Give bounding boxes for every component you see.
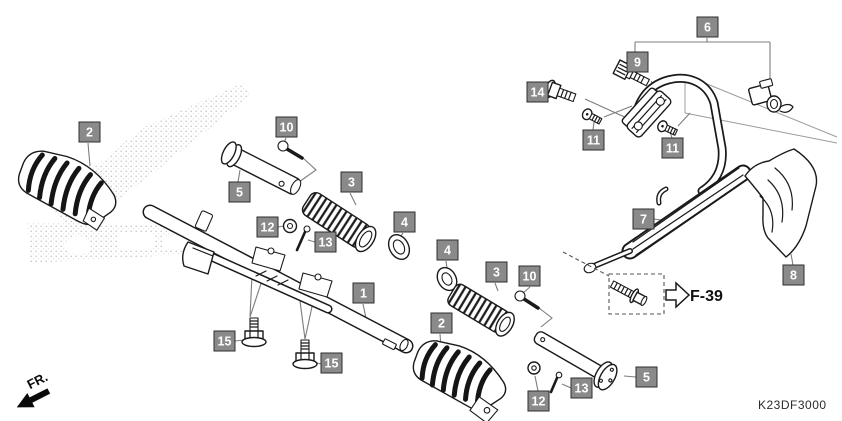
svg-text:11: 11 <box>587 134 600 148</box>
screw-bracket-right <box>657 120 678 136</box>
svg-text:4: 4 <box>401 216 408 230</box>
svg-text:12: 12 <box>532 395 546 409</box>
svg-text:10: 10 <box>280 121 294 135</box>
flange-bolt-left <box>241 317 267 348</box>
callouts-layer: 2 10 5 3 4 12 13 1 15 15 <box>78 16 805 412</box>
front-direction-label: FR. <box>25 369 50 392</box>
joint-pin-lower <box>514 290 540 310</box>
callout-5-upper[interactable]: 5 <box>228 181 251 203</box>
svg-text:8: 8 <box>790 269 797 283</box>
reference-bolt <box>609 280 648 306</box>
callout-15-right[interactable]: 15 <box>320 352 343 374</box>
callout-3-upper[interactable]: 3 <box>340 171 363 193</box>
page-ref-arrow-icon <box>665 281 691 309</box>
step-bar <box>142 204 414 354</box>
washer-small-upper <box>282 218 298 234</box>
callout-6[interactable]: 6 <box>696 16 719 38</box>
cotter-pin-upper <box>295 225 311 252</box>
reference-dashed-box <box>608 273 665 315</box>
washer-lower <box>436 266 458 292</box>
callout-2-right[interactable]: 2 <box>430 312 453 334</box>
callout-4-upper[interactable]: 4 <box>393 211 416 233</box>
callout-9[interactable]: 9 <box>626 51 649 73</box>
footpeg-rubber-right <box>412 340 507 421</box>
callout-1[interactable]: 1 <box>352 282 375 304</box>
flange-bolt-right <box>292 339 318 370</box>
callout-8[interactable]: 8 <box>782 264 805 286</box>
joint-pin-upper <box>277 140 304 160</box>
svg-text:2: 2 <box>86 126 93 140</box>
diagram-code: K23DF3000 <box>758 398 827 412</box>
footpeg-pin-lower <box>533 331 618 391</box>
svg-text:4: 4 <box>444 244 451 258</box>
svg-text:12: 12 <box>261 221 275 235</box>
svg-text:7: 7 <box>640 213 647 227</box>
grip-rubber-upper <box>301 191 377 253</box>
svg-text:11: 11 <box>666 142 679 156</box>
callout-15-left[interactable]: 15 <box>213 330 236 352</box>
callout-3-lower[interactable]: 3 <box>485 261 508 283</box>
svg-text:9: 9 <box>634 56 641 70</box>
callout-2-left[interactable]: 2 <box>78 121 101 143</box>
callout-12-upper[interactable]: 12 <box>256 216 279 238</box>
front-direction-marker: FR. <box>16 369 51 408</box>
svg-text:5: 5 <box>236 186 243 200</box>
svg-text:3: 3 <box>348 176 355 190</box>
washer-small-lower <box>527 361 541 375</box>
callout-11-right[interactable]: 11 <box>661 137 684 159</box>
svg-text:6: 6 <box>704 21 711 35</box>
front-arrow-icon <box>16 388 51 408</box>
guard-flap <box>744 148 818 258</box>
svg-text:10: 10 <box>523 270 537 284</box>
page-ref-label[interactable]: F-39 <box>690 288 723 305</box>
svg-text:15: 15 <box>218 335 232 349</box>
svg-text:2: 2 <box>438 317 445 331</box>
hanger-bracket <box>621 87 672 138</box>
cotter-pin-lower <box>549 371 563 394</box>
callout-4-lower[interactable]: 4 <box>436 239 459 261</box>
svg-text:13: 13 <box>575 382 589 396</box>
callout-12-lower[interactable]: 12 <box>527 390 550 412</box>
callout-13-lower[interactable]: 13 <box>570 377 593 399</box>
svg-text:1: 1 <box>360 287 367 301</box>
pedal-arm <box>583 73 752 274</box>
callout-7[interactable]: 7 <box>632 208 655 230</box>
footpeg-rubber-left <box>17 150 117 231</box>
grip-rubber-lower <box>447 283 515 337</box>
callout-10-upper[interactable]: 10 <box>275 116 298 138</box>
callout-13-upper[interactable]: 13 <box>314 231 337 253</box>
svg-text:14: 14 <box>531 86 545 100</box>
callout-11-left[interactable]: 11 <box>582 129 605 151</box>
callout-5-lower[interactable]: 5 <box>635 366 658 388</box>
svg-text:5: 5 <box>643 371 650 385</box>
svg-text:13: 13 <box>319 236 333 250</box>
band-clamp <box>748 78 794 113</box>
callout-10-lower[interactable]: 10 <box>518 265 541 287</box>
svg-text:15: 15 <box>325 357 339 371</box>
footpeg-pin-upper <box>220 141 302 195</box>
washer-upper <box>387 233 411 261</box>
page-reference[interactable]: F-39 <box>562 251 723 315</box>
screw-bracket-left <box>581 108 603 125</box>
svg-text:3: 3 <box>493 266 500 280</box>
callout-14[interactable]: 14 <box>526 81 549 103</box>
